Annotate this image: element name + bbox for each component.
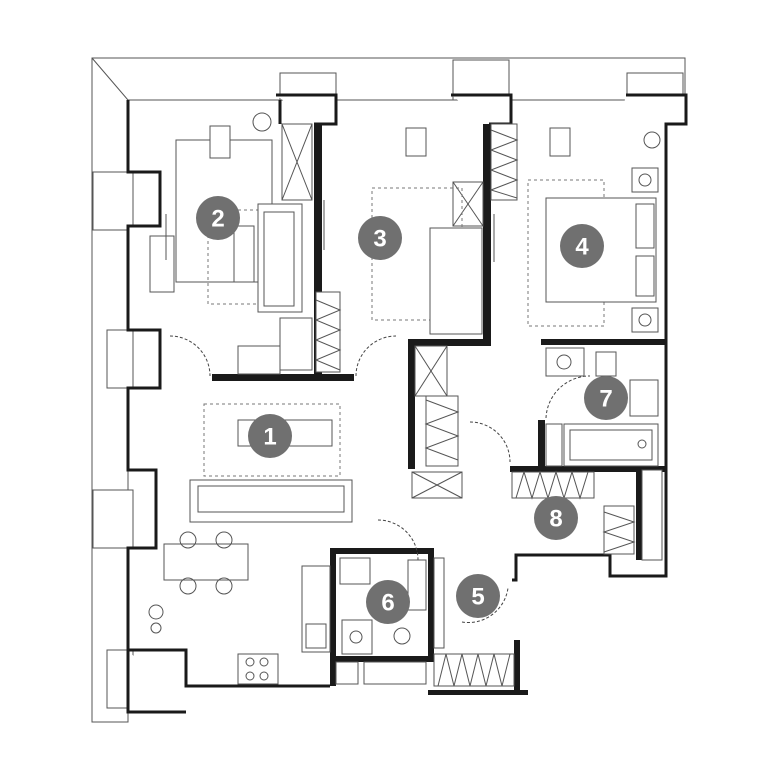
room-label-4: 4 bbox=[575, 234, 589, 261]
room-label-8: 8 bbox=[549, 506, 562, 533]
room-marker-1: 1 bbox=[248, 414, 292, 458]
room-marker-6: 6 bbox=[366, 580, 410, 624]
room-marker-2: 2 bbox=[196, 196, 240, 240]
doors bbox=[165, 200, 591, 623]
room-label-3: 3 bbox=[373, 226, 386, 253]
room-label-1: 1 bbox=[263, 424, 276, 451]
room-marker-3: 3 bbox=[358, 216, 402, 260]
room-label-5: 5 bbox=[471, 584, 484, 611]
room-marker-4: 4 bbox=[560, 224, 604, 268]
room-label-6: 6 bbox=[381, 590, 394, 617]
room-marker-7: 7 bbox=[584, 376, 628, 420]
room-marker-5: 5 bbox=[456, 574, 500, 618]
room-marker-8: 8 bbox=[534, 496, 578, 540]
room-label-7: 7 bbox=[599, 386, 612, 413]
room-label-2: 2 bbox=[211, 206, 224, 233]
interior-walls bbox=[212, 124, 666, 695]
wardrobes bbox=[237, 123, 636, 687]
